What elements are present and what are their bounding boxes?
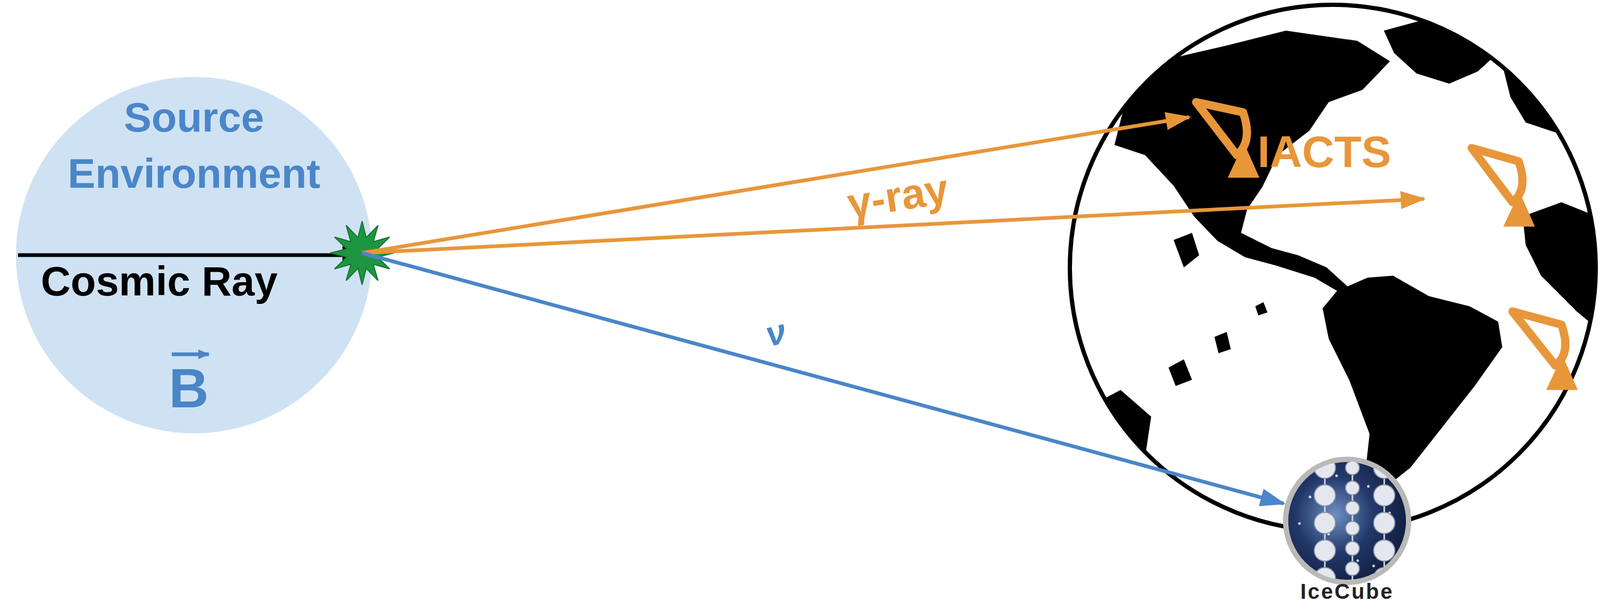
continents (1082, 18, 1600, 492)
iacts-label: IACTS (1257, 126, 1392, 178)
logo-sensor (1314, 539, 1336, 561)
logo-sensor (1314, 484, 1336, 506)
neutrino-arrow (362, 252, 1284, 504)
logo-star (1367, 485, 1370, 488)
telescope-mounts (1227, 143, 1578, 391)
region-title: Source Environment (50, 89, 338, 202)
logo-star (1298, 522, 1301, 525)
cosmic-ray-label: Cosmic Ray (40, 257, 278, 306)
logo-sensor (1345, 460, 1360, 475)
iact-dish (1512, 311, 1566, 366)
logo-sensor (1373, 512, 1395, 534)
iact-dish (1196, 102, 1247, 156)
neutrino-label: ν (761, 311, 790, 356)
logo-sensor (1345, 521, 1360, 535)
logo-sensor (1373, 456, 1395, 479)
logo-sensor (1345, 500, 1360, 515)
logo-star (1356, 559, 1360, 562)
magnetic-field-symbol: B (135, 360, 242, 416)
logo-sensor (1345, 561, 1360, 576)
logo-sensor (1345, 541, 1360, 556)
logo-star (1335, 474, 1339, 478)
logo-star (1372, 564, 1376, 568)
cosmic-ray-arrow (18, 253, 366, 258)
region-fill (15, 76, 373, 434)
iacts-group: IACTS (1189, 95, 1412, 181)
logo-sensor (1345, 480, 1360, 495)
telescopes (1196, 102, 1566, 366)
logo-sensor (1314, 512, 1336, 534)
iact-dish (1471, 147, 1523, 202)
logo-sensor (1373, 539, 1395, 561)
logo-disc (1285, 459, 1409, 583)
gamma-ray-label: γ-ray (844, 164, 952, 229)
icecube-label: IceCube (1278, 580, 1417, 602)
earth-globe (1069, 4, 1596, 531)
logo-sensor (1314, 456, 1336, 479)
icecube-detector: IceCube (1278, 454, 1417, 609)
vector-arrow (171, 352, 209, 357)
logo-star (1308, 495, 1312, 499)
logo-sensor (1373, 484, 1395, 506)
earth-outline (1069, 4, 1596, 531)
